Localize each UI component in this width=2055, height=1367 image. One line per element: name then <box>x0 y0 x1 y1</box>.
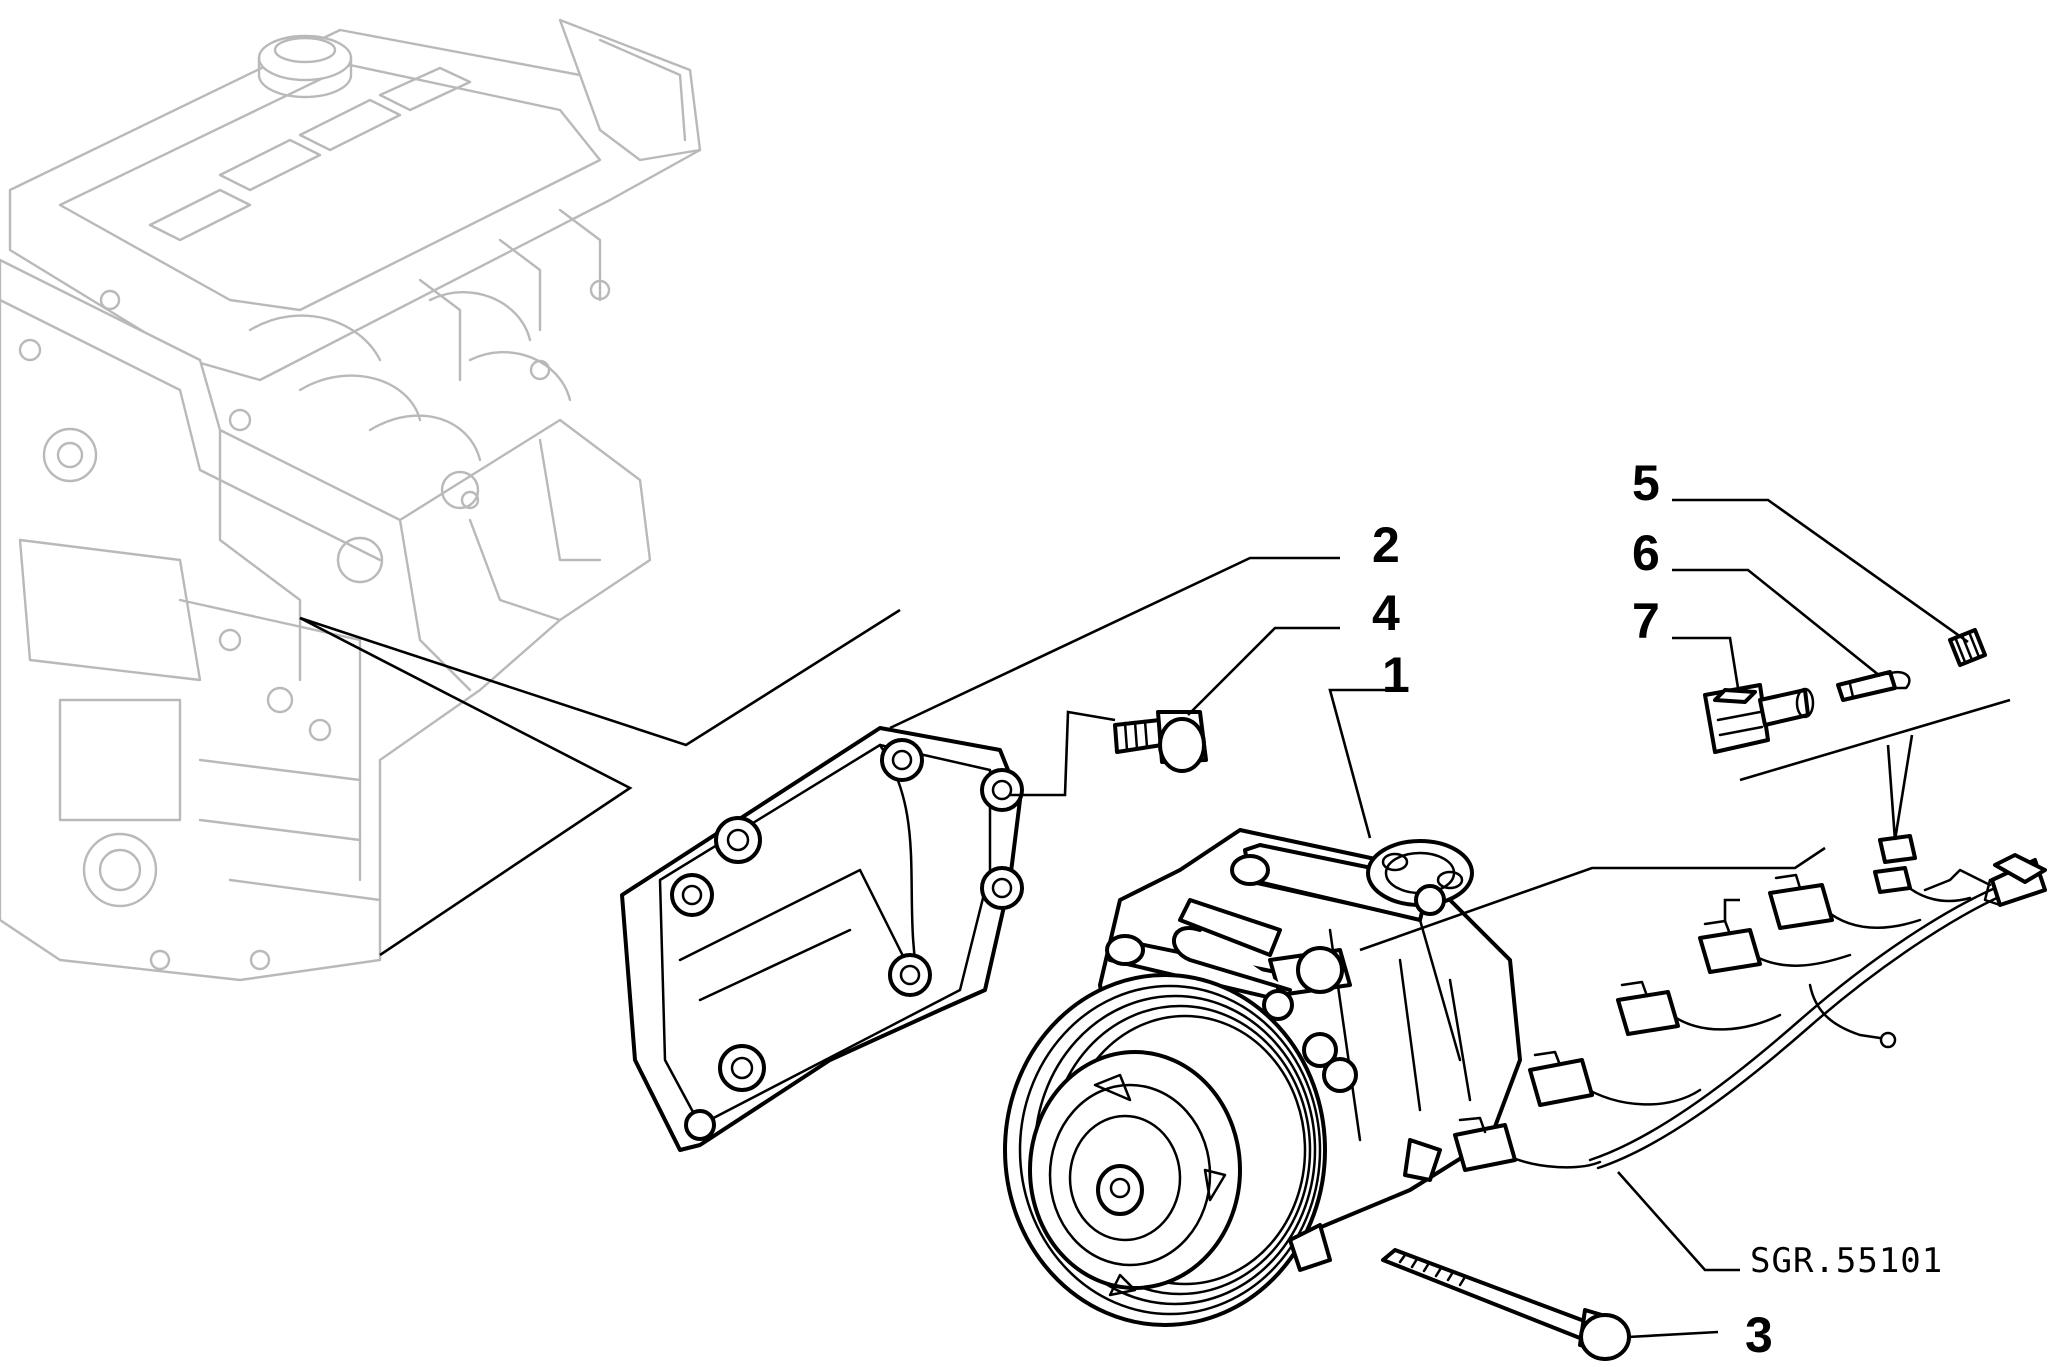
harness-pointer-1 <box>1886 744 1897 841</box>
compressor-bracket <box>620 726 1024 1152</box>
sensor-connector <box>1703 683 1815 754</box>
harness-bracket-lines <box>1739 698 2011 782</box>
callout-1: 1 <box>1382 647 1410 703</box>
leader-6 <box>1672 568 1881 678</box>
harness-pointer-2 <box>1893 734 1914 841</box>
engine-block <box>0 18 702 982</box>
leader-5 <box>1672 498 1969 644</box>
long-bolt <box>1381 1248 1631 1361</box>
leader-4 <box>1187 626 1340 716</box>
sensor-cable-leader <box>1359 846 1826 952</box>
spring-part <box>1948 628 1987 667</box>
drawing-reference-code: SGR.55101 <box>1750 1241 1943 1281</box>
callout-6: 6 <box>1632 525 1660 581</box>
wiring-harness <box>1453 834 2047 1172</box>
ac-compressor <box>1003 828 1522 1327</box>
callout-leaders <box>889 498 1969 1339</box>
terminal-part <box>1836 670 1911 702</box>
callout-3: 3 <box>1745 1307 1773 1363</box>
leader-2 <box>889 556 1340 730</box>
callout-4: 4 <box>1372 585 1400 641</box>
engine-mount-leaders <box>299 608 901 957</box>
callout-2: 2 <box>1372 517 1400 573</box>
bracket-screw <box>1010 710 1208 797</box>
callout-5: 5 <box>1632 455 1660 511</box>
callout-7: 7 <box>1632 593 1660 649</box>
leader-3 <box>1627 1330 1719 1339</box>
leader-ref <box>1617 1171 1740 1272</box>
leader-7 <box>1672 636 1740 689</box>
leader-1 <box>1328 688 1400 839</box>
harness-bend-leader <box>1723 898 1740 922</box>
